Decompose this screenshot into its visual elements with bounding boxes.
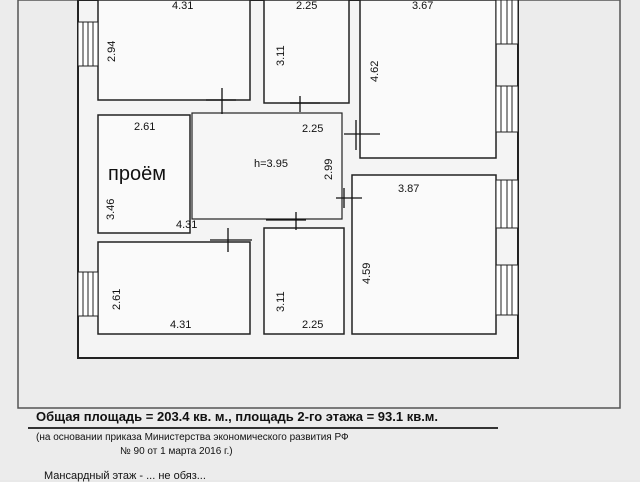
- windows: [77, 0, 519, 317]
- hall: [191, 112, 343, 220]
- dim-mid-left-height: 3.46: [105, 199, 117, 220]
- dim-bottom-left-width: 4.31: [170, 319, 191, 331]
- doors: [206, 88, 380, 252]
- hall-height: h=3.95: [254, 158, 288, 170]
- room-top-center: [263, 0, 350, 104]
- opening-label: проём: [108, 163, 166, 185]
- dim-top-left-width: 4.31: [172, 0, 193, 12]
- cut-off-note: Мансардный этаж - ... не обяз...: [44, 470, 206, 482]
- basis-note-line1: (на основании приказа Министерства эконо…: [36, 432, 349, 443]
- dim-top-right-width: 3.67: [412, 0, 433, 12]
- dim-top-right-height: 4.62: [369, 61, 381, 82]
- note-underline: [28, 427, 498, 429]
- room-bottom-center: [263, 227, 345, 335]
- dim-top-left-height: 2.94: [106, 41, 118, 62]
- dim-top-center-height: 3.11: [275, 45, 287, 66]
- sheet-frame: [17, 0, 621, 409]
- dim-mid-left-bottom: 4.31: [176, 219, 197, 231]
- dim-top-center-width: 2.25: [296, 0, 317, 12]
- room-bottom-left: [97, 241, 251, 335]
- room-mid-left: [97, 114, 191, 234]
- dim-mid-right-height: 4.59: [361, 263, 373, 284]
- dim-bottom-left-height: 2.61: [111, 289, 123, 310]
- dim-bottom-center-width: 2.25: [302, 319, 323, 331]
- dim-bottom-center-height: 3.11: [275, 291, 287, 312]
- dim-mid-right-width: 3.87: [398, 183, 419, 195]
- total-area-note: Общая площадь = 203.4 кв. м., площадь 2-…: [36, 409, 439, 424]
- dim-mid-left-width: 2.61: [134, 121, 155, 133]
- room-top-right: [359, 0, 497, 159]
- room-mid-right: [351, 174, 497, 335]
- dim-hall-depth: 2.99: [323, 159, 335, 180]
- dim-hall-width: 2.25: [302, 123, 323, 135]
- room-top-left: [97, 0, 251, 101]
- basis-note-line2: № 90 от 1 марта 2016 г.): [120, 446, 233, 457]
